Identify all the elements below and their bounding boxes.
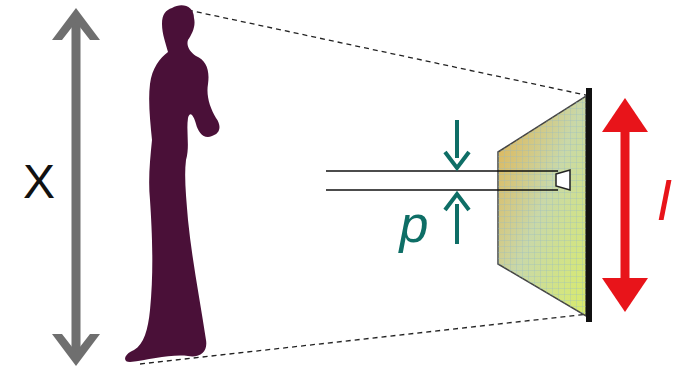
pitch-label: p [400,194,429,254]
woman-silhouette [125,5,219,362]
pixel [556,170,570,190]
projection-lines [140,10,590,364]
height-arrow [52,8,100,366]
pitch-arrows [445,120,469,244]
height-label: X [23,154,55,209]
sensor-size-arrow [602,98,648,312]
image-sensor [498,88,589,322]
pixel-guide-lines [326,171,558,190]
sensor-size-label: l [658,168,670,233]
